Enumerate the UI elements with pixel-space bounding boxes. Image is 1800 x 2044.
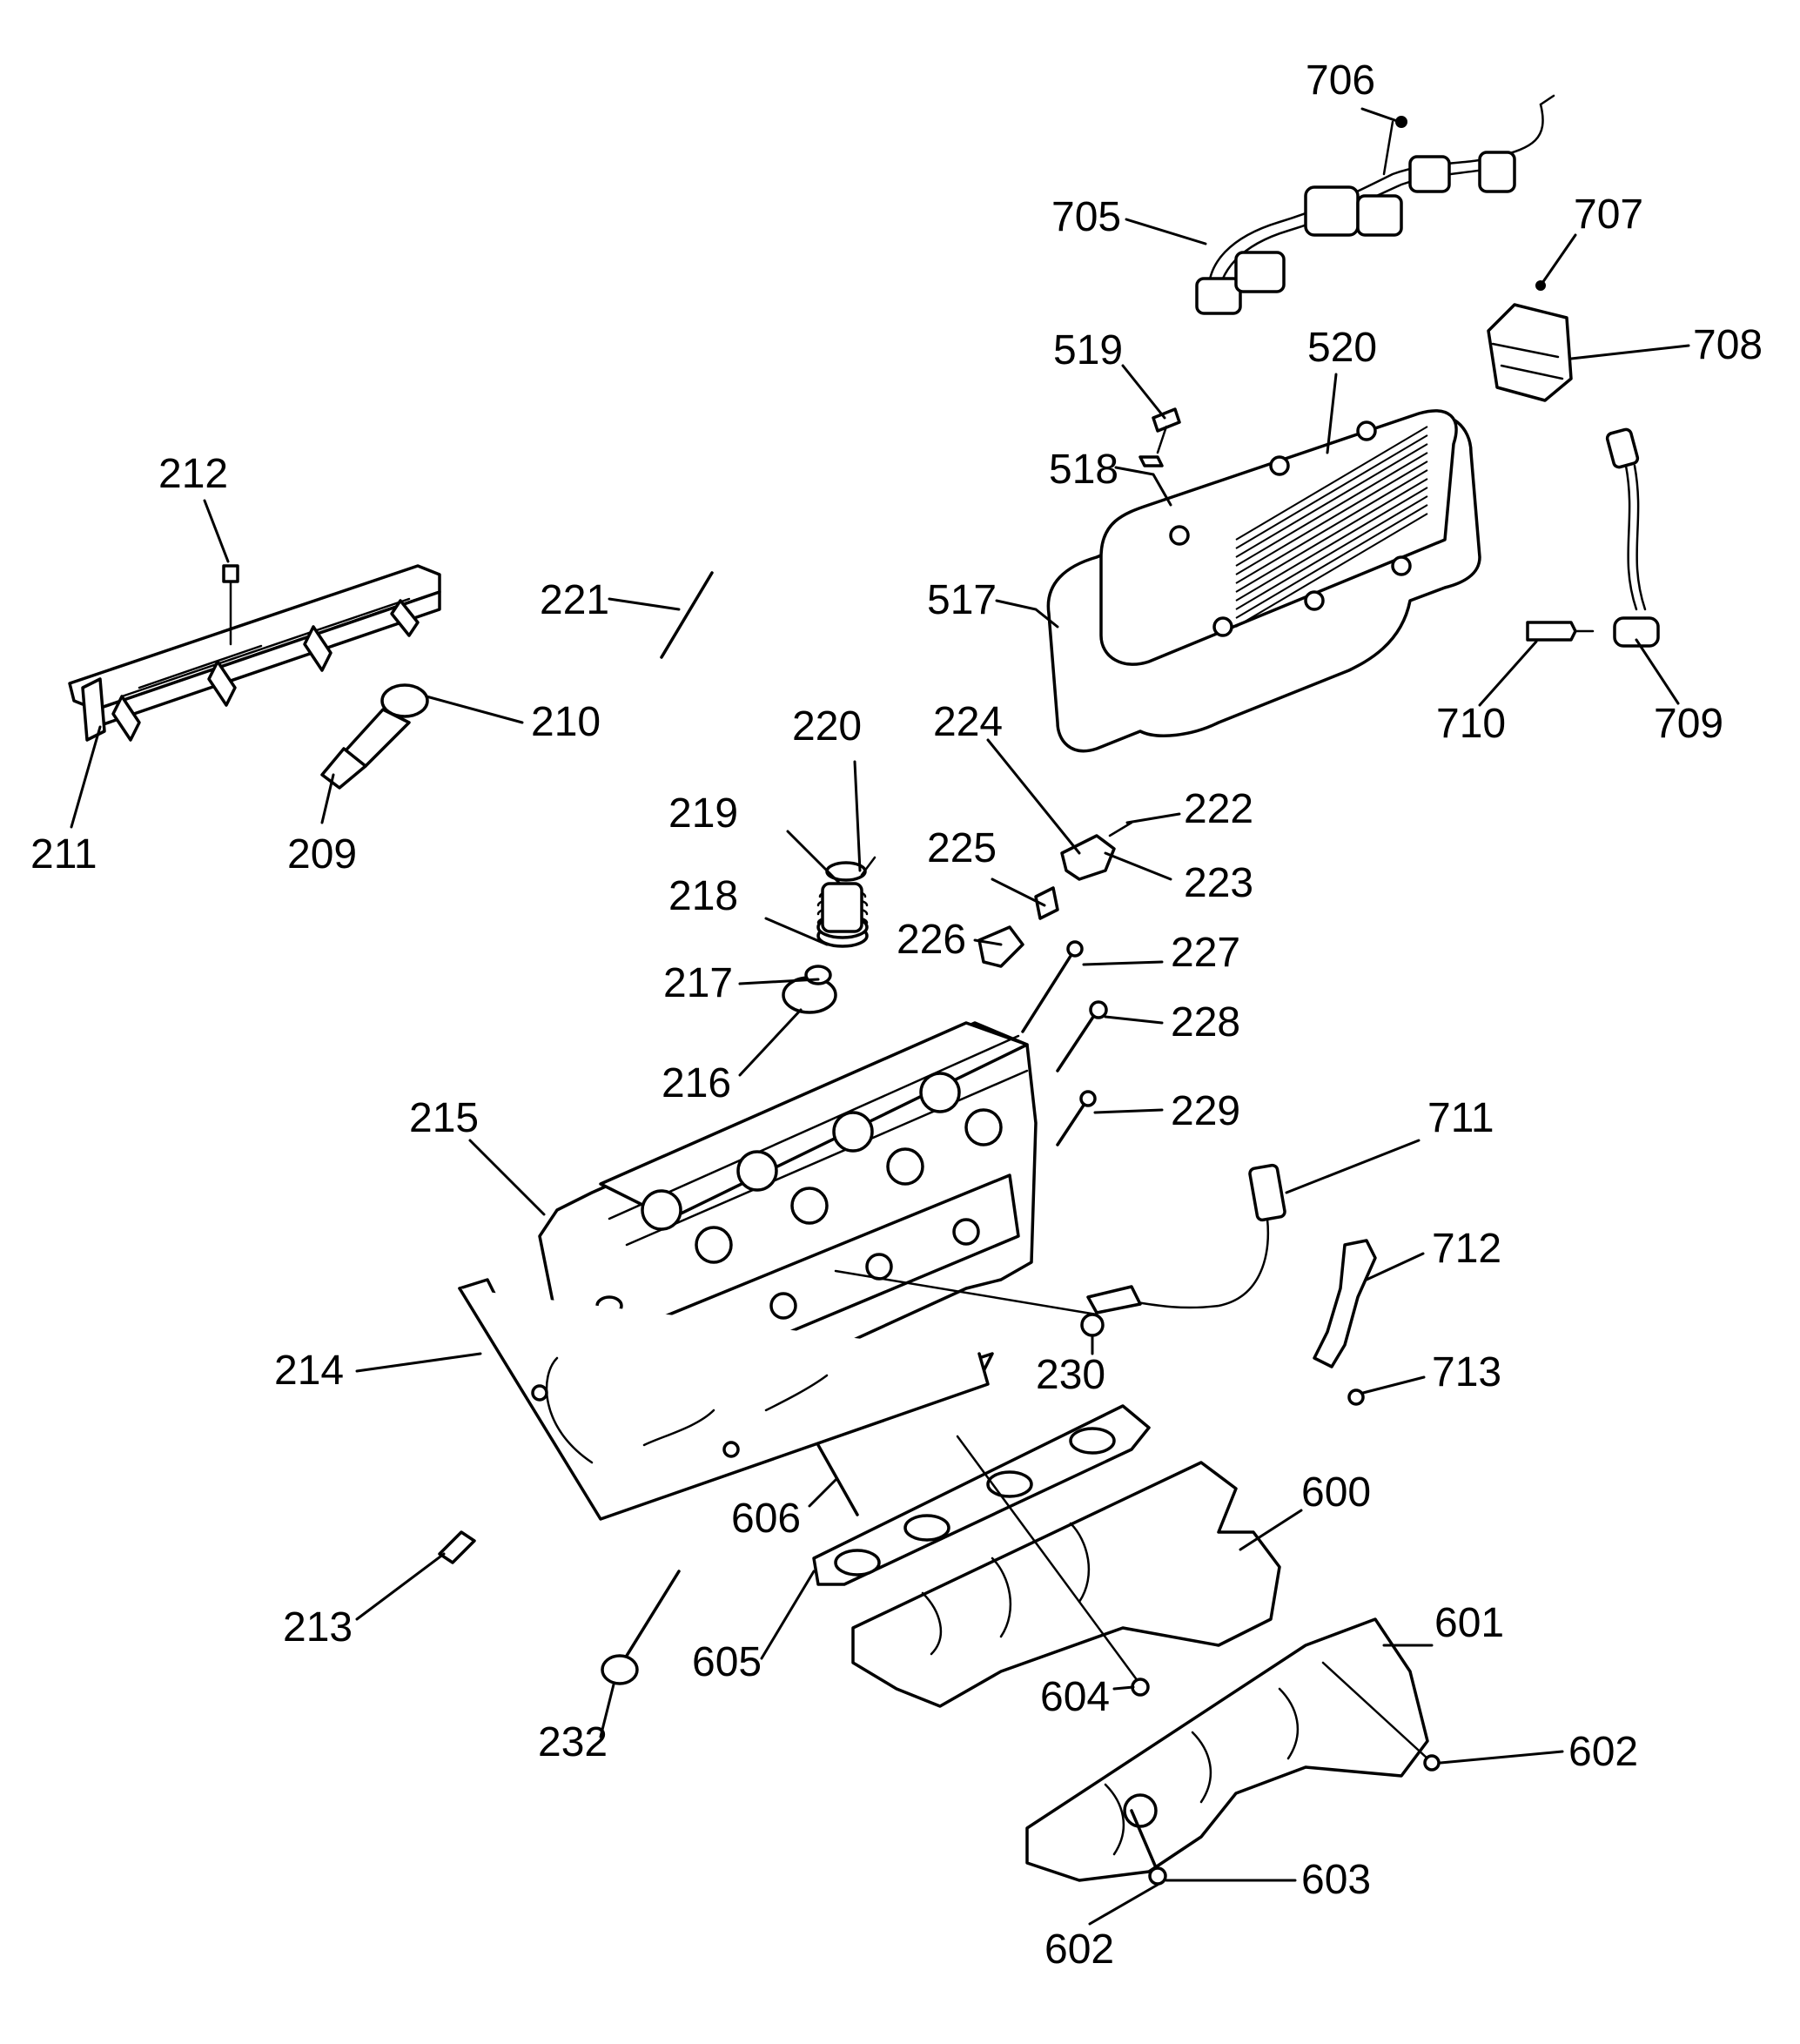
valve (601, 1570, 681, 1685)
exhaust-gasket (812, 1404, 1151, 1586)
callout-707: 707 (1574, 192, 1643, 238)
callout-230: 230 (1036, 1352, 1105, 1398)
callout-520: 520 (1307, 325, 1377, 371)
wiring-harness (1195, 94, 1555, 315)
callout-224: 224 (933, 699, 1003, 745)
callout-214: 214 (274, 1348, 344, 1394)
callout-602-right: 602 (1568, 1729, 1638, 1775)
stud (816, 1443, 859, 1516)
callout-710: 710 (1436, 701, 1506, 747)
oxygen-sensor (1086, 1163, 1286, 1314)
callout-226: 226 (897, 917, 966, 963)
callout-605: 605 (692, 1639, 762, 1685)
head-gasket (458, 1278, 994, 1521)
nut (1080, 1313, 1105, 1337)
callout-606: 606 (731, 1496, 801, 1542)
callout-210: 210 (531, 699, 601, 745)
callout-706: 706 (1306, 57, 1375, 104)
callout-232: 232 (538, 1719, 608, 1765)
callout-709: 709 (1654, 701, 1723, 747)
callout-711: 711 (1427, 1095, 1494, 1141)
callout-227: 227 (1171, 930, 1240, 976)
callout-604: 604 (1040, 1674, 1110, 1720)
callout-225: 225 (927, 825, 997, 871)
callout-223: 223 (1184, 860, 1253, 906)
callout-708: 708 (1693, 322, 1763, 368)
callout-216: 216 (662, 1060, 731, 1106)
callout-212: 212 (158, 451, 228, 497)
callout-221: 221 (540, 577, 609, 623)
callout-211: 211 (30, 831, 97, 877)
callout-215: 215 (409, 1095, 479, 1141)
callout-219: 219 (668, 790, 738, 837)
heat-shield (1025, 1617, 1441, 1886)
callout-712: 712 (1432, 1226, 1501, 1272)
head-bolts (1021, 940, 1108, 1146)
callout-603: 603 (1301, 1857, 1371, 1903)
callout-213: 213 (283, 1604, 353, 1651)
callout-601: 601 (1434, 1600, 1504, 1646)
valve-spring-stack (782, 856, 876, 1014)
callout-229: 229 (1171, 1088, 1240, 1134)
callout-labels: 706 705 707 708 519 520 518 517 710 709 … (30, 57, 1763, 1973)
fuel-rail (68, 564, 441, 742)
dowel-pin (438, 1530, 476, 1564)
manifold-bolt (956, 1435, 1142, 1686)
callout-705: 705 (1051, 194, 1121, 240)
callout-209: 209 (287, 831, 357, 877)
fuel-injector (320, 683, 429, 790)
callout-517: 517 (927, 577, 997, 623)
leader-lines (70, 107, 1690, 1926)
callout-222: 222 (1184, 786, 1253, 832)
callout-602-bottom: 602 (1044, 1926, 1114, 1973)
callout-220: 220 (792, 703, 862, 750)
pushrod (660, 571, 714, 659)
callout-518: 518 (1049, 447, 1118, 493)
ignition-coil (1487, 280, 1573, 402)
valve-cover-assembly (1046, 407, 1481, 753)
callout-600: 600 (1301, 1469, 1371, 1516)
callout-218: 218 (668, 873, 738, 919)
bracket (1313, 1239, 1377, 1406)
spark-plug-wire (1526, 427, 1660, 648)
callout-228: 228 (1171, 999, 1240, 1046)
callout-519: 519 (1053, 327, 1123, 373)
callout-217: 217 (663, 960, 733, 1006)
callout-713: 713 (1432, 1349, 1501, 1395)
